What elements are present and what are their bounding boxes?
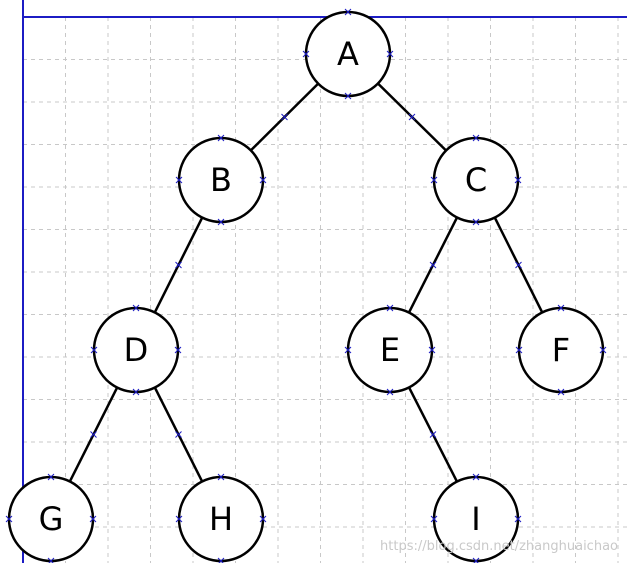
node-G: G [5,473,97,563]
node-port-marker-right-F [599,346,607,354]
node-port-marker-top-H [217,473,225,481]
node-port-marker-bottom-G [47,557,55,563]
node-port-marker-left-D [90,346,98,354]
node-port-marker-right-C [514,176,522,184]
grid-background [23,17,627,563]
node-label-G: G [39,500,64,538]
node-port-marker-top-A [344,8,352,16]
node-port-marker-bottom-A [344,92,352,100]
node-H: H [175,473,267,563]
node-label-A: A [337,35,359,73]
node-label-C: C [465,161,487,199]
node-label-H: H [209,500,233,538]
node-port-marker-left-B [175,176,183,184]
node-port-marker-left-I [430,515,438,523]
node-F: F [515,304,607,396]
node-port-marker-bottom-B [217,218,225,226]
node-port-marker-top-C [472,134,480,142]
node-port-marker-bottom-C [472,218,480,226]
node-port-marker-left-G [5,515,13,523]
edge-midpoint-marker-E-I [429,431,437,438]
node-label-F: F [552,331,570,369]
node-port-marker-left-H [175,515,183,523]
edge-midpoint-marker-D-H [175,431,182,438]
node-label-I: I [471,500,480,538]
node-port-marker-right-G [89,515,97,523]
node-port-marker-top-D [132,304,140,312]
edge-midpoint-marker-C-F [515,261,522,269]
node-port-marker-bottom-D [132,388,140,396]
node-D: D [90,304,182,396]
node-port-marker-right-B [259,176,267,184]
node-label-B: B [210,161,232,199]
node-label-D: D [124,331,149,369]
node-E: E [344,304,436,396]
edges [68,82,544,483]
node-port-marker-right-A [386,50,394,58]
edge-midpoint-marker-A-B [281,113,288,121]
node-port-marker-right-I [514,515,522,523]
node-port-marker-top-G [47,473,55,481]
edge-midpoint-marker-C-E [429,261,437,269]
node-label-E: E [380,331,400,369]
node-port-marker-bottom-I [472,557,480,563]
node-port-marker-bottom-F [557,388,565,396]
node-port-marker-left-E [344,346,352,354]
edge-midpoint-marker-B-D [175,261,182,269]
node-port-marker-top-F [557,304,565,312]
node-port-marker-right-E [428,346,436,354]
node-C: C [430,134,522,226]
node-port-marker-right-H [259,515,267,523]
node-port-marker-left-C [430,176,438,184]
watermark-text: https://blog.csdn.net/zhanghuaichao [380,539,618,554]
node-port-marker-top-B [217,134,225,142]
node-I: I [430,473,522,563]
node-port-marker-top-I [472,473,480,481]
node-port-marker-left-A [302,50,310,58]
node-port-marker-right-D [174,346,182,354]
node-port-marker-left-F [515,346,523,354]
node-port-marker-top-E [386,304,394,312]
node-port-marker-bottom-H [217,557,225,563]
edge-midpoint-marker-A-C [408,113,416,121]
node-port-marker-bottom-E [386,388,394,396]
edge-midpoint-marker-D-G [90,431,97,438]
node-B: B [175,134,267,226]
nodes: A B C D E F G H I [5,8,607,563]
node-A: A [302,8,394,100]
